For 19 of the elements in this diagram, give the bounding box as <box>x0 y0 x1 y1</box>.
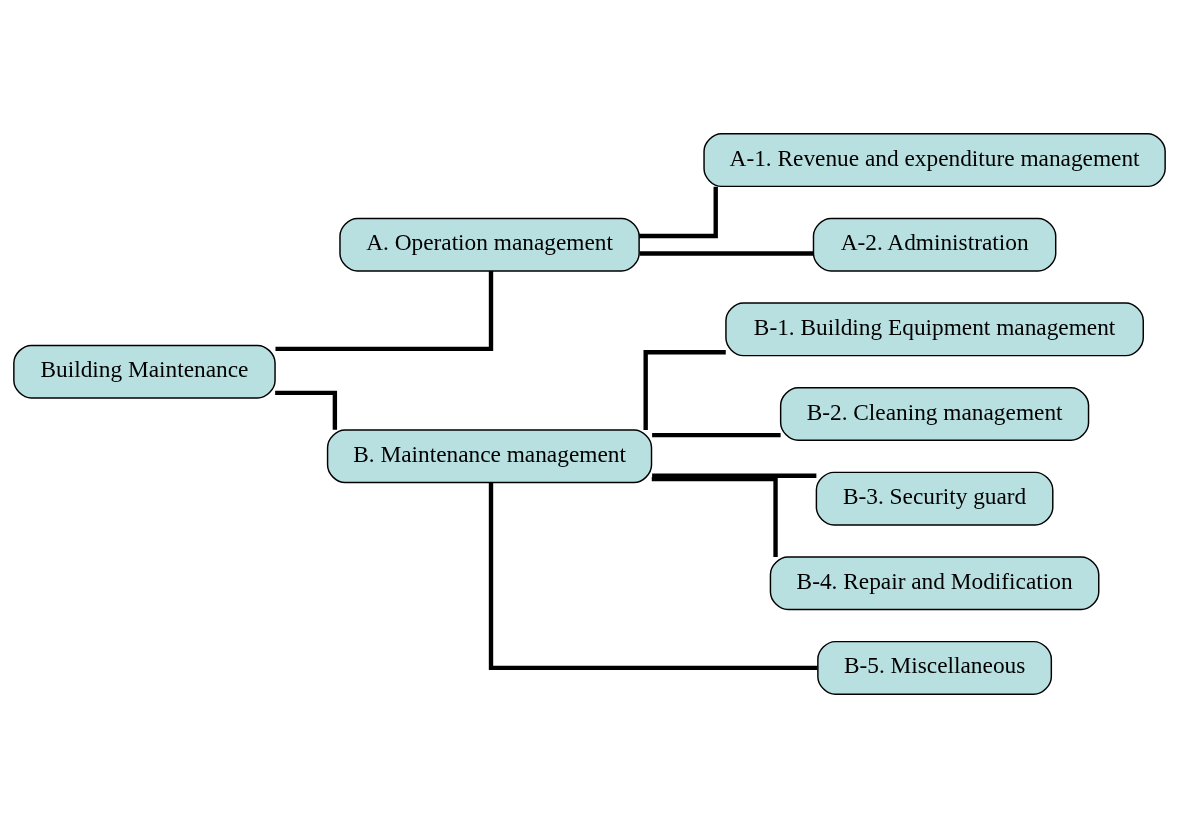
node-box: B-4. Repair and Modification <box>769 556 1100 611</box>
connector <box>275 390 338 430</box>
connector <box>643 350 726 431</box>
node-box: A. Operation management <box>339 217 640 272</box>
connector <box>651 477 778 557</box>
node-box: B. Maintenance management <box>326 429 653 484</box>
connector <box>652 432 781 438</box>
node-box: B-5. Miscellaneous <box>817 640 1053 695</box>
node-box: B-2. Cleaning management <box>779 387 1090 441</box>
connector <box>488 482 818 671</box>
connector <box>652 473 817 478</box>
node-box: A-1. Revenue and expenditure management <box>703 133 1166 188</box>
node-box: B-1. Building Equipment management <box>725 302 1144 357</box>
node-box: A-2. Administration <box>812 217 1057 272</box>
connector <box>639 186 718 239</box>
connector <box>275 271 494 351</box>
connector <box>639 251 814 256</box>
node-box: B-3. Security guard <box>815 471 1054 526</box>
node-box: Building Maintenance <box>13 344 276 399</box>
